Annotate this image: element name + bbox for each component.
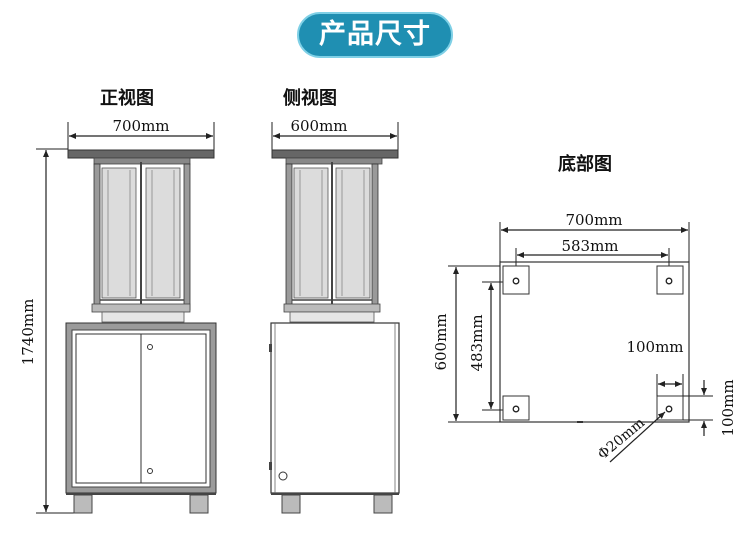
side-width-label: 600mm — [290, 117, 347, 135]
front-height-label: 1740mm — [19, 299, 37, 366]
bottom-view: 700mm 583mm 600mm 483mm 100mm — [432, 211, 737, 463]
bottom-hole-width-label: 583mm — [561, 237, 618, 255]
bottom-outer-width-label: 700mm — [565, 211, 622, 229]
page-title: 产品尺寸 — [297, 12, 453, 58]
bottom-outer-depth-label: 600mm — [432, 313, 450, 370]
side-view: 600mm — [269, 117, 400, 514]
bottom-hole-depth-label: 483mm — [468, 314, 486, 371]
front-width-label: 700mm — [112, 117, 169, 135]
bottom-foot-depth-label: 100mm — [719, 379, 737, 436]
front-view: 700mm 1740mm — [19, 117, 217, 514]
side-view-label: 侧视图 — [283, 88, 337, 109]
bottom-view-label: 底部图 — [558, 154, 612, 175]
bottom-foot-width-label: 100mm — [626, 338, 683, 356]
front-view-label: 正视图 — [100, 88, 154, 109]
